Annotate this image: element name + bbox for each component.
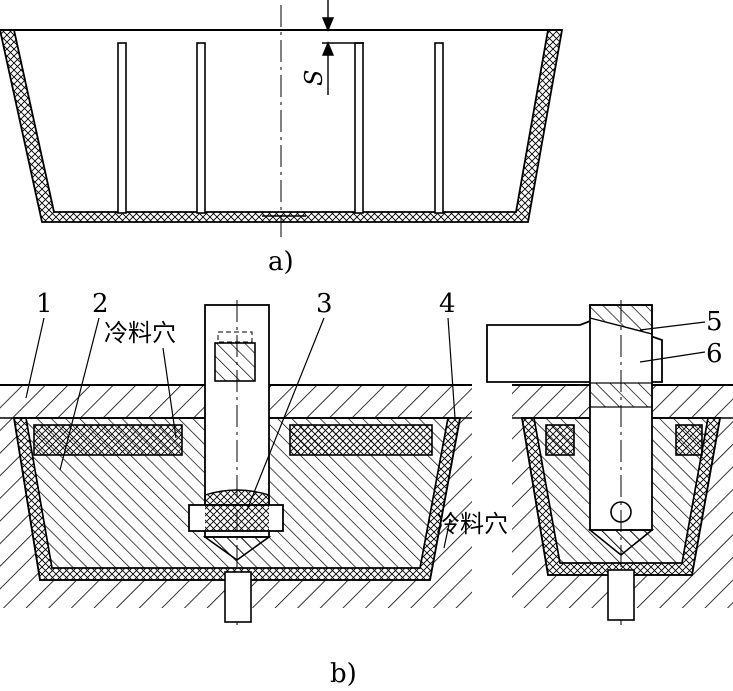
thickness-symbol: S xyxy=(300,70,328,86)
label-part-5: 5 xyxy=(706,307,723,337)
label-part-1: 1 xyxy=(36,289,53,319)
label-part-6: 6 xyxy=(706,339,723,369)
mold-section-right xyxy=(486,300,733,625)
part-view-a: S a) xyxy=(0,0,564,277)
label-part-4: 4 xyxy=(439,289,456,319)
leader-lines xyxy=(25,317,706,549)
ribs xyxy=(117,42,444,214)
label-cold-slug-well-top: 冷料穴 xyxy=(104,319,176,347)
thickness-dimension xyxy=(321,0,364,95)
label-part-2: 2 xyxy=(92,289,109,319)
label-cold-slug-well-right: 冷料穴 xyxy=(436,510,508,538)
mold-section-left xyxy=(0,300,472,625)
view-b-caption: b) xyxy=(330,659,357,689)
part-wall xyxy=(0,29,564,223)
label-part-3: 3 xyxy=(316,289,333,319)
view-a-caption: a) xyxy=(268,247,294,277)
